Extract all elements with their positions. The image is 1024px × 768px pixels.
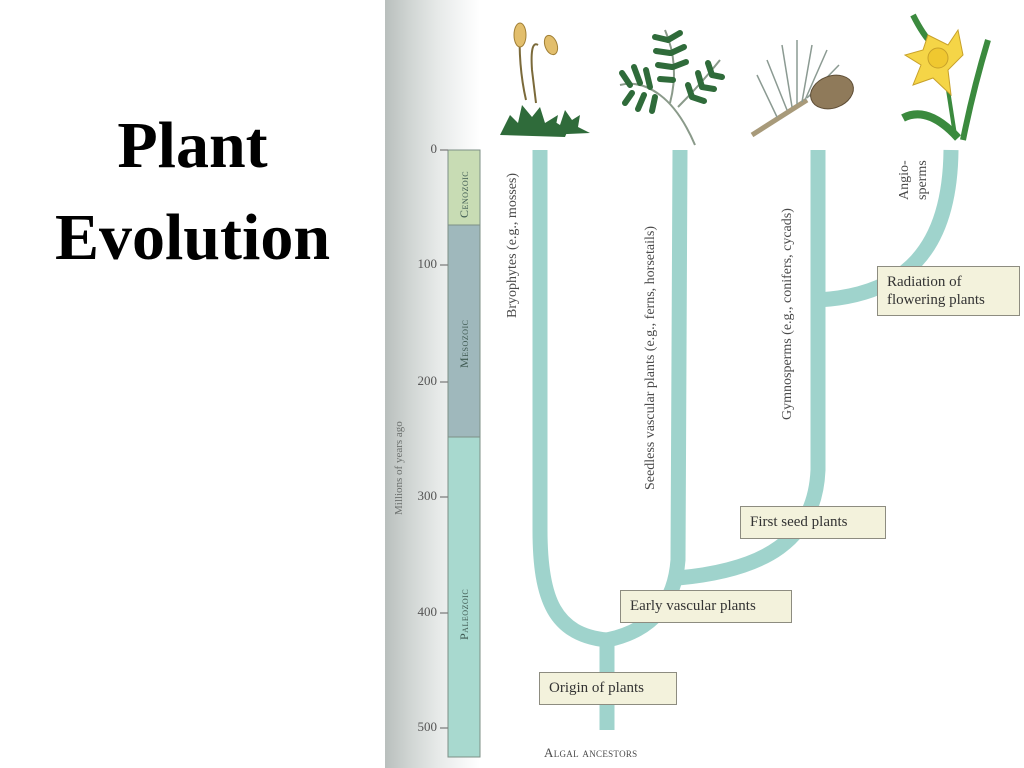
lineage-angiosperms-label-1: Angio-: [897, 160, 912, 200]
tick-500: 500: [417, 719, 438, 734]
tick-0: 0: [430, 141, 438, 156]
y-axis-title: Millions of years ago: [393, 421, 405, 515]
era-mesozoic-label: Mesozoic: [457, 319, 471, 368]
plant-evolution-diagram: Millions of years ago 0 100 200 300 400 …: [385, 0, 1024, 768]
title-line-2: Evolution: [54, 201, 331, 274]
event-radiation-line-2: flowering plants: [887, 292, 985, 308]
lineage-bryophytes-label: Bryophytes (e.g., mosses): [505, 172, 520, 318]
pine-cone-icon: [750, 40, 854, 138]
event-radiation-flowering-plants: Radiation of flowering plants: [877, 266, 1020, 316]
event-early-vascular-plants: Early vascular plants: [620, 590, 792, 623]
era-cenozoic-label: Cenozoic: [457, 170, 471, 218]
event-origin-of-plants: Origin of plants: [539, 672, 677, 705]
tick-100: 100: [417, 256, 438, 271]
tick-200: 200: [417, 373, 438, 388]
axis-ticks: [440, 149, 448, 729]
era-time-bar: [447, 149, 481, 758]
tick-400: 400: [417, 604, 438, 619]
phylogeny-graphics: [440, 13, 991, 758]
lineage-gymnosperms-label: Gymnosperms (e.g., conifers, cycads): [780, 208, 795, 420]
phylogenetic-tree: [532, 149, 959, 730]
fern-icon: [619, 29, 725, 146]
daffodil-icon: [901, 13, 991, 141]
event-first-seed-plants: First seed plants: [740, 506, 886, 539]
title-line-1: Plant: [117, 109, 268, 182]
era-paleozoic-label: Paleozoic: [457, 588, 471, 640]
moss-icon: [500, 22, 590, 137]
slide-title: Plant Evolution: [0, 100, 385, 284]
title-panel: Plant Evolution: [0, 0, 385, 768]
tick-300: 300: [417, 488, 438, 503]
event-radiation-line-1: Radiation of: [887, 274, 962, 290]
lineage-seedless-vascular-label: Seedless vascular plants (e.g., ferns, h…: [643, 226, 658, 490]
lineage-angiosperms-label-2: sperms: [915, 160, 930, 200]
algal-ancestors-label: Algal ancestors: [544, 745, 638, 760]
